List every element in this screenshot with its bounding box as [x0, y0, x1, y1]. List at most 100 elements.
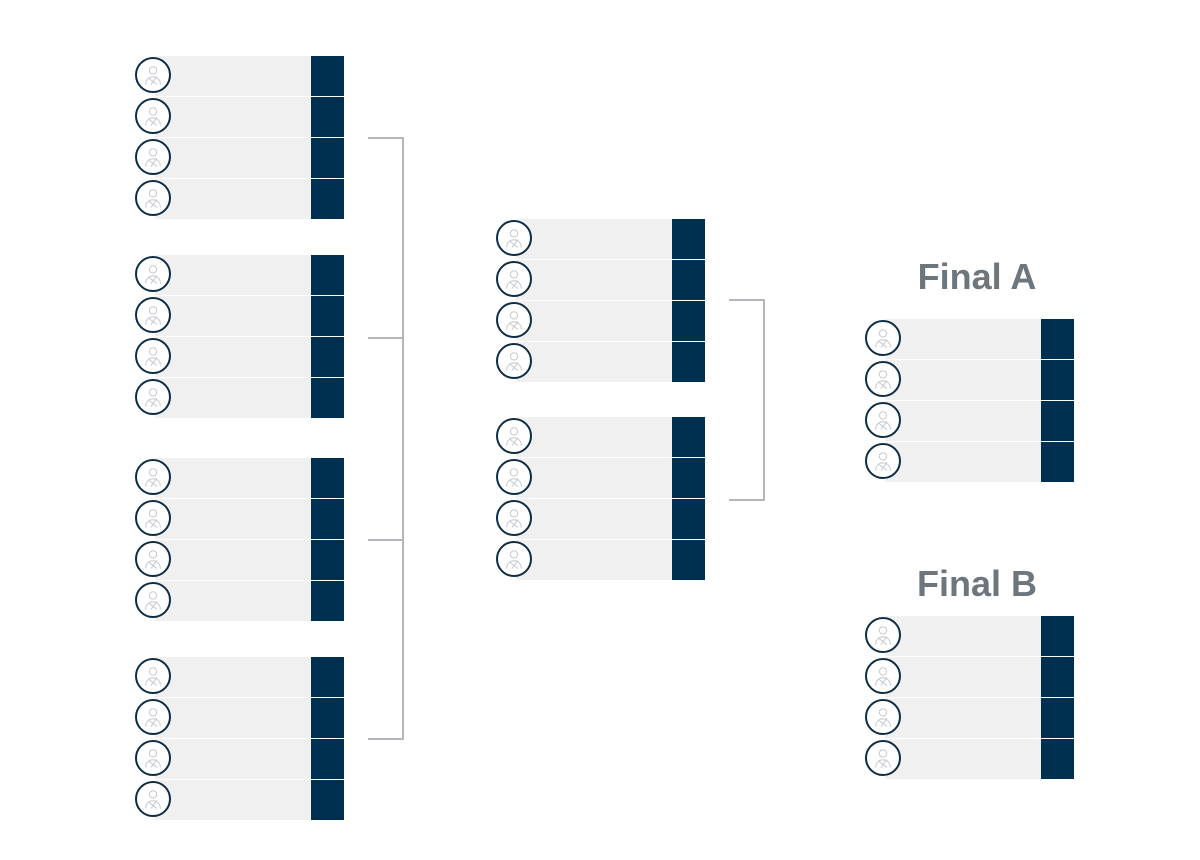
placeholder-avatar-icon [135, 98, 171, 134]
team-slot[interactable] [496, 260, 706, 300]
team-name [181, 581, 301, 621]
team-slot[interactable] [135, 458, 345, 498]
team-name-bar [155, 698, 311, 738]
team-name-bar [885, 616, 1041, 656]
team-name-bar [516, 540, 672, 580]
team-name-bar [516, 301, 672, 341]
team-name [911, 616, 1031, 656]
connector-r1-g4-stub [368, 738, 404, 740]
team-name [542, 458, 662, 498]
team-name [181, 739, 301, 779]
team-name-bar [155, 97, 311, 137]
team-name-bar [155, 780, 311, 820]
team-slot[interactable] [135, 499, 345, 539]
team-name [181, 378, 301, 418]
team-score-box [311, 581, 344, 621]
team-slot[interactable] [496, 417, 706, 457]
team-slot[interactable] [135, 739, 345, 779]
team-score-box [311, 337, 344, 377]
team-name [911, 657, 1031, 697]
team-slot[interactable] [496, 342, 706, 382]
team-score-box [1041, 401, 1074, 441]
team-name-bar [155, 540, 311, 580]
team-name [181, 780, 301, 820]
placeholder-avatar-icon [496, 261, 532, 297]
team-score-box [1041, 616, 1074, 656]
team-slot[interactable] [496, 219, 706, 259]
team-score-box [311, 378, 344, 418]
team-slot[interactable] [135, 56, 345, 96]
connector-r1-g2-stub [368, 337, 404, 339]
team-slot[interactable] [135, 698, 345, 738]
placeholder-avatar-icon [865, 402, 901, 438]
team-slot[interactable] [865, 698, 1075, 738]
team-score-box [311, 97, 344, 137]
team-name [181, 337, 301, 377]
connector-r1-g3-stub [368, 539, 404, 541]
placeholder-avatar-icon [135, 781, 171, 817]
team-name [542, 342, 662, 382]
connector-r2-bracket-vertical [763, 299, 765, 501]
team-score-box [672, 219, 705, 259]
final-b-label: Final B [916, 563, 1037, 604]
placeholder-avatar-icon [496, 500, 532, 536]
team-name-bar [155, 179, 311, 219]
team-score-box [672, 342, 705, 382]
team-slot[interactable] [135, 540, 345, 580]
placeholder-avatar-icon [865, 740, 901, 776]
placeholder-avatar-icon [135, 297, 171, 333]
team-slot[interactable] [865, 657, 1075, 697]
team-name [542, 219, 662, 259]
final-a-label: Final A [917, 256, 1037, 297]
round2-group-1 [496, 219, 706, 383]
placeholder-avatar-icon [865, 658, 901, 694]
team-slot[interactable] [496, 499, 706, 539]
team-slot[interactable] [135, 138, 345, 178]
round2-group-2 [496, 417, 706, 581]
team-slot[interactable] [135, 255, 345, 295]
team-score-box [1041, 360, 1074, 400]
team-score-box [311, 179, 344, 219]
team-name [542, 540, 662, 580]
team-name-bar [155, 296, 311, 336]
team-slot[interactable] [865, 442, 1075, 482]
team-name-bar [885, 442, 1041, 482]
team-slot[interactable] [865, 360, 1075, 400]
team-slot[interactable] [496, 301, 706, 341]
placeholder-avatar-icon [496, 220, 532, 256]
team-slot[interactable] [135, 337, 345, 377]
team-name-bar [155, 138, 311, 178]
placeholder-avatar-icon [135, 338, 171, 374]
team-slot[interactable] [865, 739, 1075, 779]
team-name-bar [155, 56, 311, 96]
placeholder-avatar-icon [496, 459, 532, 495]
team-name [181, 698, 301, 738]
placeholder-avatar-icon [135, 459, 171, 495]
team-slot[interactable] [135, 581, 345, 621]
team-score-box [311, 499, 344, 539]
connector-r1-bracket-vertical [402, 137, 404, 740]
team-slot[interactable] [496, 540, 706, 580]
team-name [181, 657, 301, 697]
team-slot[interactable] [135, 780, 345, 820]
team-score-box [311, 739, 344, 779]
placeholder-avatar-icon [865, 699, 901, 735]
placeholder-avatar-icon [135, 256, 171, 292]
team-score-box [311, 458, 344, 498]
team-slot[interactable] [865, 401, 1075, 441]
team-slot[interactable] [865, 319, 1075, 359]
team-slot[interactable] [135, 657, 345, 697]
team-slot[interactable] [135, 97, 345, 137]
team-name [181, 296, 301, 336]
team-slot[interactable] [865, 616, 1075, 656]
team-score-box [311, 255, 344, 295]
team-slot[interactable] [135, 378, 345, 418]
team-slot[interactable] [135, 179, 345, 219]
team-score-box [311, 657, 344, 697]
team-name [542, 417, 662, 457]
team-slot[interactable] [496, 458, 706, 498]
round1-group-4 [135, 657, 345, 821]
team-score-box [1041, 739, 1074, 779]
team-slot[interactable] [135, 296, 345, 336]
team-score-box [311, 540, 344, 580]
